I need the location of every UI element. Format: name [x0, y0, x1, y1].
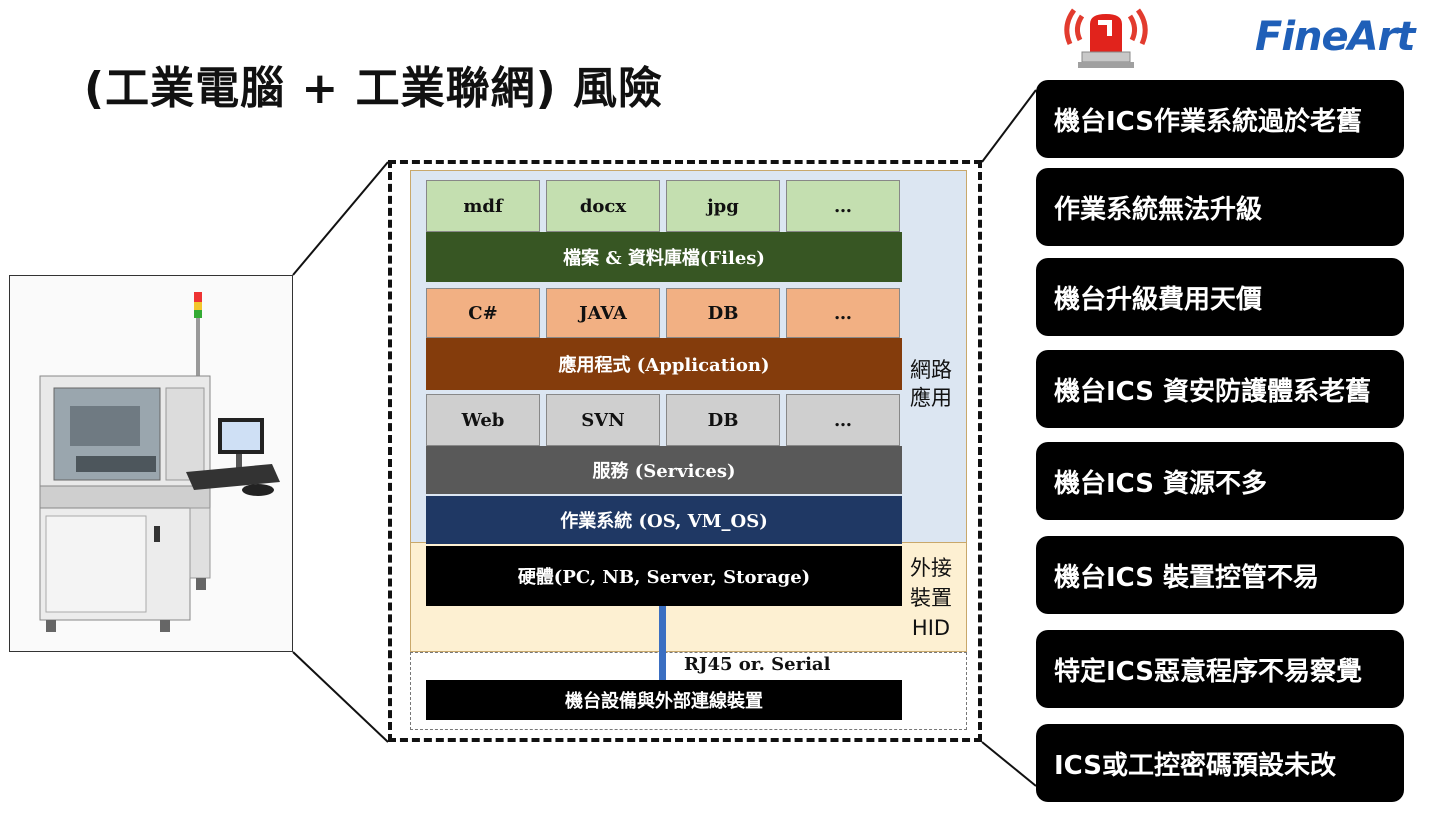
risk-item: 機台ICS 資安防護體系老舊 [1036, 350, 1404, 428]
external-device-label-2: 裝置 [910, 586, 952, 610]
external-device-label-1: 外接 [910, 556, 952, 580]
risk-item: 機台升級費用天價 [1036, 258, 1404, 336]
risk-item: 特定ICS惡意程序不易察覺 [1036, 630, 1404, 708]
company-logo: FineArt [1255, 14, 1415, 60]
system-stack-frame [388, 160, 982, 742]
rj45-label: RJ45 or. Serial [684, 654, 831, 675]
page-title: (工業電腦 + 工業聯網) 風險 [84, 63, 664, 114]
service-cell-web: Web [426, 394, 540, 446]
app-cell-csharp: C# [426, 288, 540, 338]
device-layer-bar: 機台設備與外部連線裝置 [426, 680, 902, 720]
service-cell-db: DB [666, 394, 780, 446]
external-device-label-3: HID [911, 616, 951, 640]
files-cell-mdf: mdf [426, 180, 540, 232]
risk-item: 作業系統無法升級 [1036, 168, 1404, 246]
network-application-label: 網路應用 [910, 358, 952, 410]
application-layer-bar: 應用程式 (Application) [426, 338, 902, 390]
risk-item: 機台ICS 資源不多 [1036, 442, 1404, 520]
rj45-connection-line [659, 606, 666, 680]
files-cell-more: … [786, 180, 900, 232]
risk-item: 機台ICS 裝置控管不易 [1036, 536, 1404, 614]
app-cell-db: DB [666, 288, 780, 338]
alarm-light-icon [1060, 4, 1152, 74]
service-cell-more: … [786, 394, 900, 446]
risk-item: ICS或工控密碼預設未改 [1036, 724, 1404, 802]
hardware-layer-bar: 硬體(PC, NB, Server, Storage) [426, 546, 902, 606]
industrial-machine-image [9, 275, 293, 652]
files-cell-jpg: jpg [666, 180, 780, 232]
files-layer-bar: 檔案 & 資料庫檔(Files) [426, 232, 902, 282]
risk-item: 機台ICS作業系統過於老舊 [1036, 80, 1404, 158]
app-cell-more: … [786, 288, 900, 338]
app-cell-java: JAVA [546, 288, 660, 338]
os-layer-bar: 作業系統 (OS, VM_OS) [426, 496, 902, 544]
files-cell-docx: docx [546, 180, 660, 232]
device-connection-region [410, 652, 967, 730]
services-layer-bar: 服務 (Services) [426, 446, 902, 494]
service-cell-svn: SVN [546, 394, 660, 446]
